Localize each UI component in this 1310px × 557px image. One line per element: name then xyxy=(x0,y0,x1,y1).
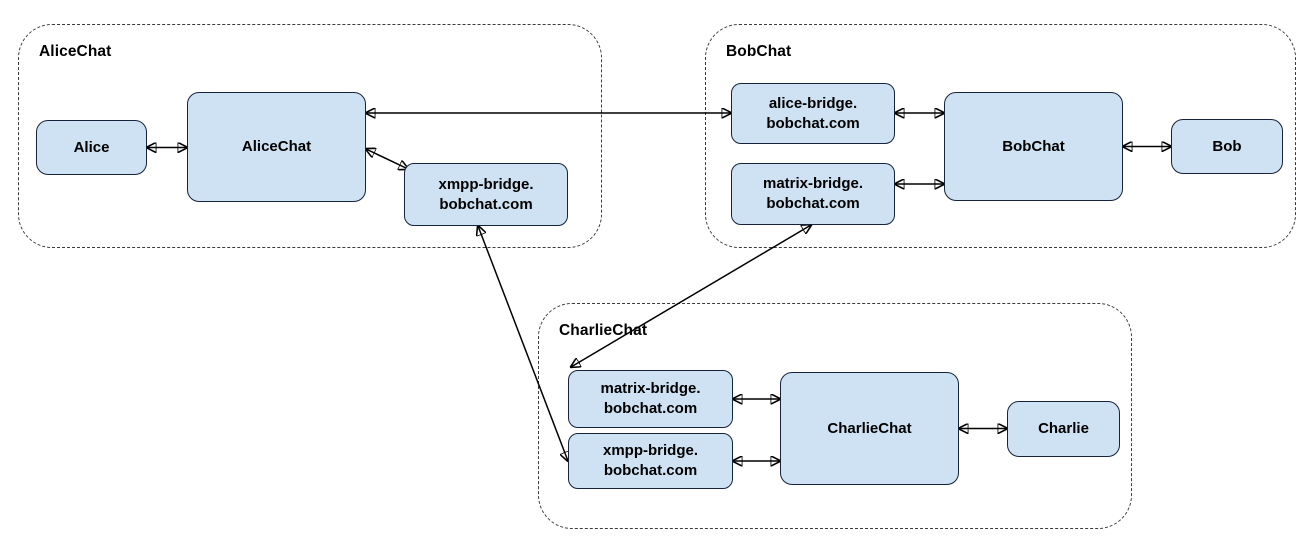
node-charlie-matrix-bridge-label: matrix-bridge. bobchat.com xyxy=(600,379,700,419)
node-charlie-xmpp-bridge[interactable]: xmpp-bridge. bobchat.com xyxy=(568,433,733,489)
node-alice[interactable]: Alice xyxy=(36,120,147,175)
node-bob-matrix-bridge[interactable]: matrix-bridge. bobchat.com xyxy=(731,163,895,225)
node-bob-alice-bridge[interactable]: alice-bridge. bobchat.com xyxy=(731,83,895,144)
group-alicechat xyxy=(18,24,602,248)
node-bob-alice-bridge-label: alice-bridge. bobchat.com xyxy=(766,94,859,134)
node-charlie-matrix-bridge[interactable]: matrix-bridge. bobchat.com xyxy=(568,370,733,428)
node-charlie[interactable]: Charlie xyxy=(1007,401,1120,457)
group-label-bobchat: BobChat xyxy=(726,43,792,60)
node-text-line1: xmpp-bridge. xyxy=(438,175,534,193)
node-alicechat-server[interactable]: AliceChat xyxy=(187,92,366,202)
node-charliechat-server-label: CharlieChat xyxy=(827,419,912,437)
node-alice-xmpp-bridge[interactable]: xmpp-bridge. bobchat.com xyxy=(404,163,568,226)
node-alicechat-server-label: AliceChat xyxy=(241,138,312,156)
node-bob-matrix-bridge-label: matrix-bridge. bobchat.com xyxy=(763,174,863,214)
node-text-line1: alice-bridge. xyxy=(768,94,858,112)
node-charlie-label: Charlie xyxy=(1038,420,1089,438)
node-text-line2: bobchat.com xyxy=(766,114,860,132)
node-bobchat-server-label: BobChat xyxy=(1002,137,1065,155)
group-label-alicechat: AliceChat xyxy=(39,43,112,60)
node-text-line2: bobchat.com xyxy=(766,195,860,212)
node-charliechat-server[interactable]: CharlieChat xyxy=(780,372,959,485)
node-text-line2: bobchat.com xyxy=(603,400,698,417)
node-bobchat-server[interactable]: BobChat xyxy=(944,92,1123,201)
node-text-line1: matrix-bridge. xyxy=(762,175,864,193)
node-alice-label: Alice xyxy=(73,138,110,156)
node-text-line2: bobchat.com xyxy=(439,195,533,213)
group-bobchat xyxy=(705,24,1296,248)
group-label-charliechat: CharlieChat xyxy=(559,322,648,339)
node-bob-label: Bob xyxy=(1212,137,1242,155)
node-text-line2: bobchat.com xyxy=(603,462,698,479)
node-text-line1: matrix-bridge. xyxy=(600,380,701,398)
node-bob[interactable]: Bob xyxy=(1171,119,1283,174)
node-alice-xmpp-bridge-label: xmpp-bridge. bobchat.com xyxy=(438,175,533,215)
node-charlie-xmpp-bridge-label: xmpp-bridge. bobchat.com xyxy=(603,441,698,481)
node-text-line1: xmpp-bridge. xyxy=(602,442,698,460)
